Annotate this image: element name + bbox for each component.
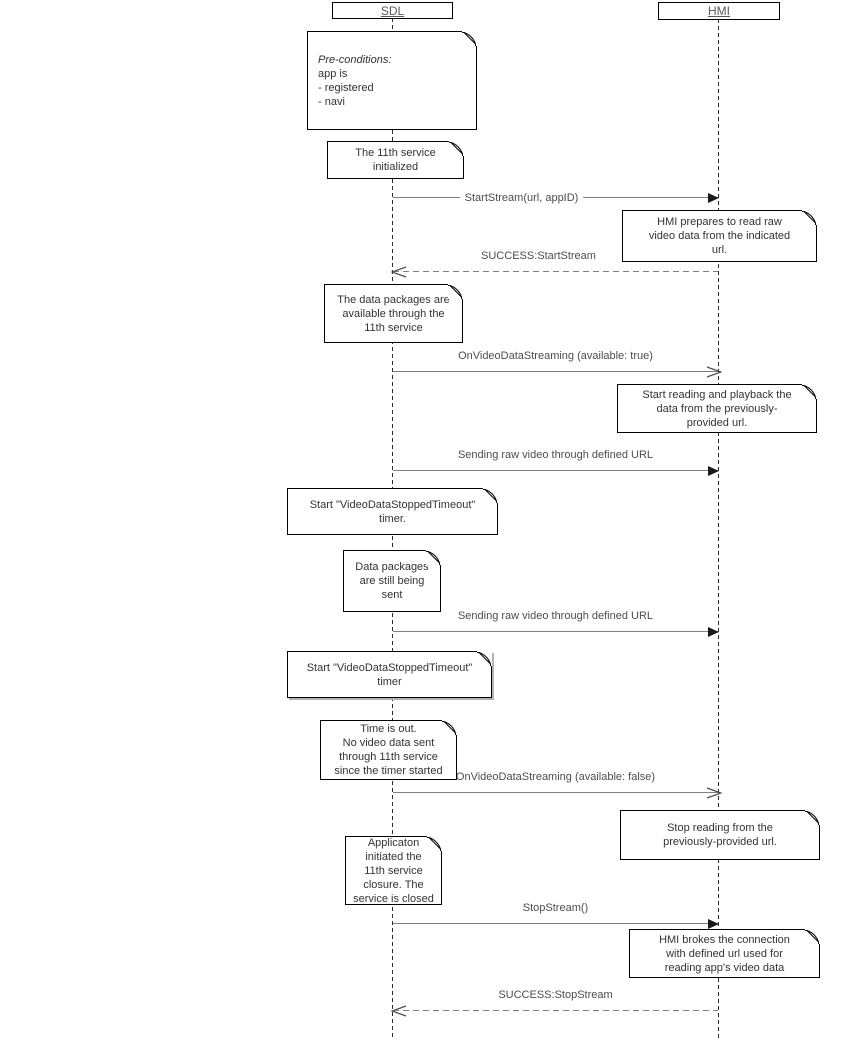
message-sending-raw-video-1: Sending raw video through defined URL (393, 449, 719, 476)
note-fold-corner-icon (449, 141, 464, 156)
message-line (393, 470, 718, 471)
message-line (393, 631, 718, 632)
message-success-stopstream: SUCCESS:StopStream (391, 989, 718, 1017)
note-hmi-brokes-connection: HMI brokes the connection with defined u… (629, 929, 820, 978)
arrowhead-filled-icon (708, 193, 719, 203)
note-text: HMI prepares to read raw video data from… (648, 216, 791, 256)
message-line (393, 371, 718, 372)
message-startstream: StartStream(url, appID) (393, 177, 719, 205)
note-start-timeout-timer-1: Start "VideoDataStoppedTimeout" timer. (287, 488, 498, 535)
actor-label: HMI (708, 4, 730, 18)
note-fold-corner-icon (802, 210, 817, 225)
note-data-packages-still-sent: Data packages are still being sent (343, 550, 441, 612)
note-fold-corner-icon (426, 550, 441, 565)
note-time-is-out: Time is out. No video data sent through … (320, 720, 457, 780)
note-text: The data packages are available through … (337, 293, 450, 334)
note-text: Start reading and playback the data from… (642, 388, 792, 429)
message-line (393, 923, 718, 924)
note-fold-corner-icon (427, 836, 442, 851)
note-data-packages-available: The data packages are available through … (324, 284, 463, 343)
arrowhead-filled-icon (708, 919, 719, 929)
message-label: OnVideoDataStreaming (available: false) (455, 771, 656, 783)
arrowhead-open-icon (706, 787, 722, 799)
note-text: Data packages are still being sent (355, 561, 429, 601)
note-start-reading-playback: Start reading and playback the data from… (617, 384, 817, 433)
message-onvideodatastreaming-false: OnVideoDataStreaming (available: false) (393, 771, 722, 799)
message-line (393, 1010, 718, 1011)
note-text: Start "VideoDataStoppedTimeout" timer (306, 661, 473, 688)
actor-sdl: SDL (332, 2, 453, 19)
message-label: OnVideoDataStreaming (available: true) (458, 350, 653, 362)
note-fold-corner-icon (442, 720, 457, 735)
note-fold-corner-icon (805, 810, 820, 825)
message-label: Sending raw video through defined URL (457, 610, 654, 622)
note-text: Time is out. No video data sent through … (334, 723, 443, 777)
message-line (393, 271, 718, 272)
arrowhead-filled-icon (708, 466, 719, 476)
note-fold-corner-icon (448, 284, 463, 299)
note-hmi-prepares-read: HMI prepares to read raw video data from… (622, 210, 817, 262)
message-label: StartStream(url, appID) (459, 191, 584, 205)
note-fold-corner-icon (462, 31, 477, 46)
arrowhead-open-icon (706, 366, 722, 378)
note-preconditions: Pre-conditions:app is - registered - nav… (307, 31, 477, 130)
note-fold-corner-icon (805, 929, 820, 944)
message-label: SUCCESS:StartStream (481, 250, 596, 262)
note-fold-corner-icon (483, 488, 498, 503)
note-text: Start "VideoDataStoppedTimeout" timer. (309, 498, 476, 525)
note-11th-service-initialized: The 11th service initialized (327, 141, 464, 179)
note-text: Applicaton initiated the 11th service cl… (353, 836, 434, 905)
note-text: The 11th service initialized (355, 147, 436, 173)
note-body: app is - registered - navi (318, 67, 374, 108)
actor-hmi: HMI (658, 2, 780, 20)
message-label: SUCCESS:StopStream (498, 989, 613, 1001)
message-onvideodatastreaming-true: OnVideoDataStreaming (available: true) (393, 350, 722, 378)
lifeline-hmi (718, 19, 719, 1039)
note-text: Stop reading from the previously-provide… (663, 822, 777, 848)
actor-label: SDL (380, 3, 405, 18)
note-app-initiated-closure: Applicaton initiated the 11th service cl… (345, 836, 442, 905)
message-stopstream: StopStream() (393, 902, 719, 929)
arrowhead-open-icon (391, 1005, 407, 1017)
note-text: HMI brokes the connection with defined u… (659, 933, 790, 974)
message-label: StopStream() (522, 902, 589, 914)
message-line (393, 792, 718, 793)
note-text: Pre-conditions:app is - registered - nav… (318, 53, 391, 109)
note-title: Pre-conditions: (318, 53, 392, 66)
arrowhead-open-icon (391, 266, 407, 278)
note-start-timeout-timer-2: Start "VideoDataStoppedTimeout" timer (287, 651, 492, 698)
message-success-startstream: SUCCESS:StartStream (391, 250, 718, 278)
message-sending-raw-video-2: Sending raw video through defined URL (393, 610, 719, 637)
note-fold-corner-icon (802, 384, 817, 399)
note-stop-reading: Stop reading from the previously-provide… (620, 810, 820, 860)
arrowhead-filled-icon (708, 627, 719, 637)
note-fold-corner-icon (477, 651, 492, 666)
message-label: Sending raw video through defined URL (457, 449, 654, 461)
